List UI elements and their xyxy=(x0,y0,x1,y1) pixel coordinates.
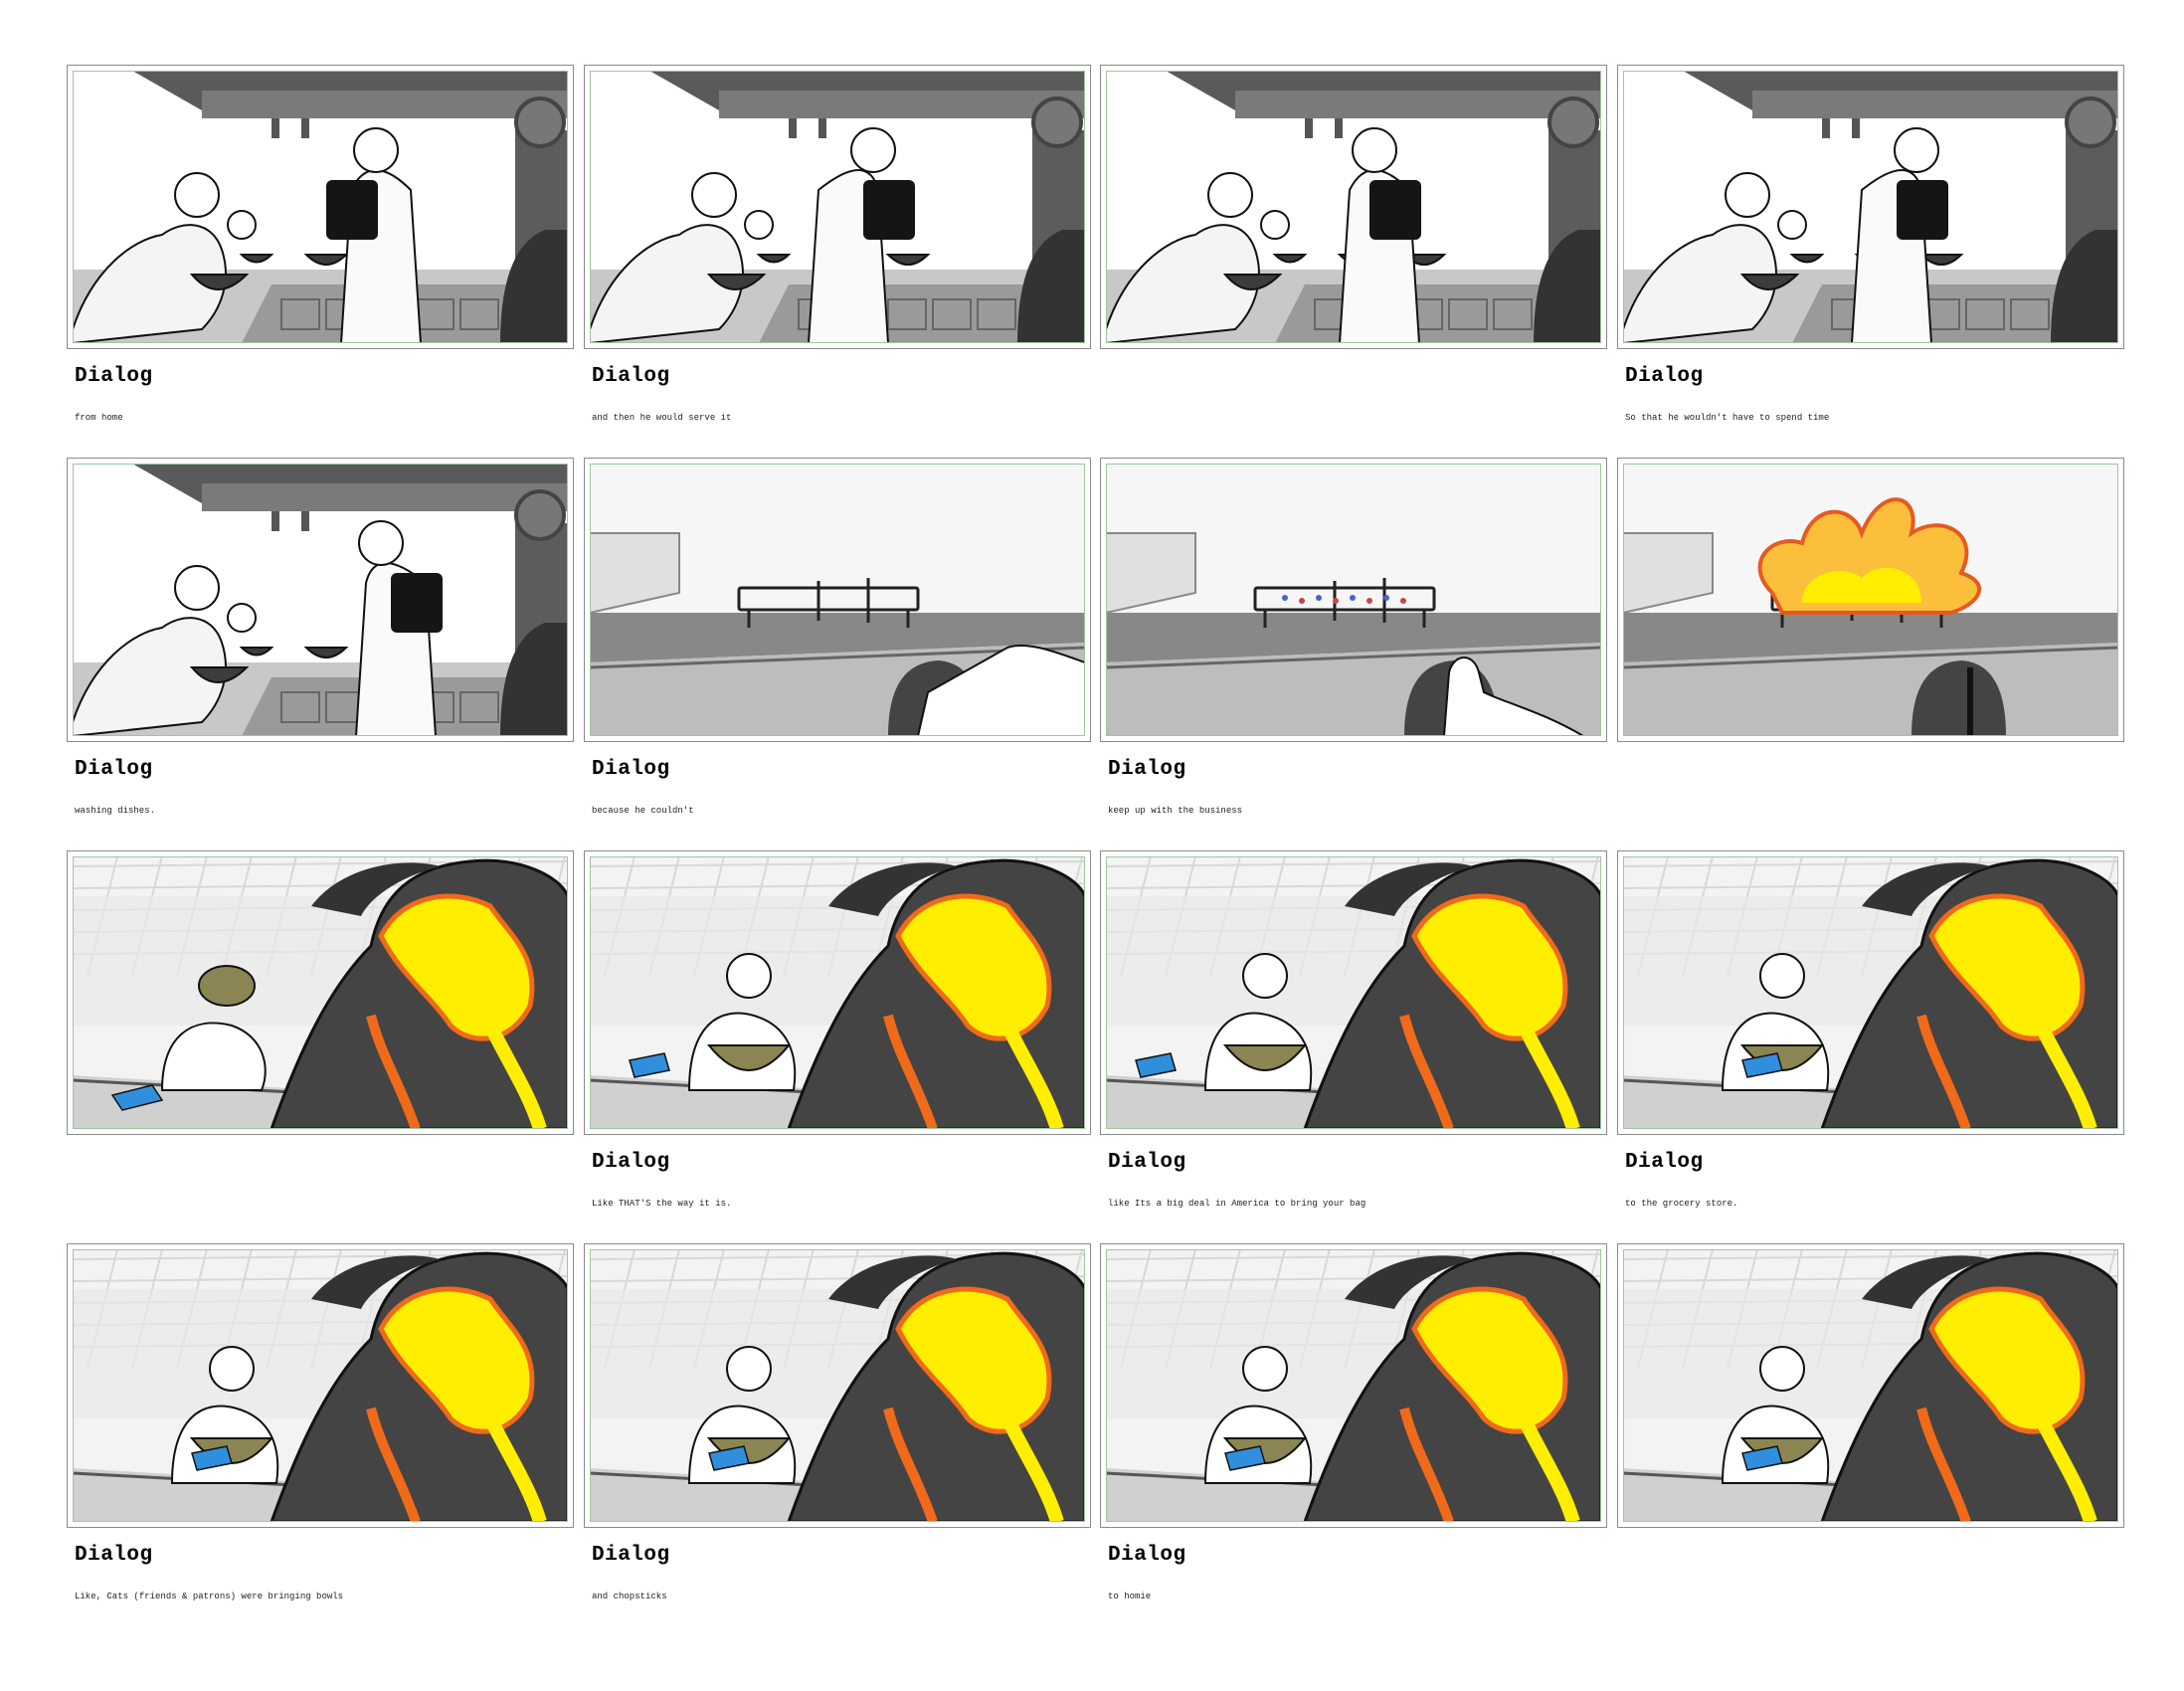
dialog-line: keep up with the business xyxy=(1108,806,1243,816)
panel-illustration xyxy=(590,71,1085,343)
dialog-heading: Dialog xyxy=(592,1151,670,1174)
storyboard-panel[interactable]: Dialog to homie xyxy=(1100,1243,1609,1621)
dialog-heading: Dialog xyxy=(75,1544,153,1567)
dialog-line: Like, Cats (friends & patrons) were brin… xyxy=(75,1592,344,1601)
panel-frame xyxy=(1100,458,1607,742)
panel-frame xyxy=(584,1243,1091,1528)
dialog-line: and then he would serve it xyxy=(592,413,732,423)
panel-illustration xyxy=(1106,71,1601,343)
storyboard-panel[interactable] xyxy=(1617,1243,2126,1621)
panel-illustration xyxy=(1623,1249,2118,1522)
storyboard-panel[interactable] xyxy=(1100,65,1609,443)
dialog-line: Like THAT'S the way it is. xyxy=(592,1199,732,1209)
storyboard-panel[interactable]: Dialog because he couldn't xyxy=(584,458,1093,836)
storyboard-panel[interactable]: Dialog washing dishes. xyxy=(67,458,576,836)
dialog-heading: Dialog xyxy=(75,758,153,781)
panel-frame xyxy=(67,1243,574,1528)
dialog-heading: Dialog xyxy=(1625,1151,1704,1174)
dialog-line: and chopsticks xyxy=(592,1592,667,1601)
storyboard-panel[interactable]: Dialog like Its a big deal in America to … xyxy=(1100,850,1609,1228)
panel-frame xyxy=(1100,1243,1607,1528)
panel-frame xyxy=(67,65,574,349)
panel-illustration xyxy=(1106,464,1601,736)
storyboard-panel[interactable]: Dialog and then he would serve it xyxy=(584,65,1093,443)
dialog-heading: Dialog xyxy=(592,365,670,388)
dialog-heading: Dialog xyxy=(1625,365,1704,388)
panel-illustration xyxy=(1106,856,1601,1129)
panel-illustration xyxy=(73,71,568,343)
dialog-heading: Dialog xyxy=(1108,1544,1186,1567)
dialog-heading: Dialog xyxy=(592,758,670,781)
panel-frame xyxy=(67,850,574,1135)
storyboard-panel[interactable] xyxy=(1617,458,2126,836)
storyboard-panel[interactable]: Dialog keep up with the business xyxy=(1100,458,1609,836)
panel-frame xyxy=(1617,458,2124,742)
dialog-line: from home xyxy=(75,413,123,423)
panel-illustration xyxy=(590,1249,1085,1522)
dialog-line: because he couldn't xyxy=(592,806,694,816)
storyboard-panel[interactable] xyxy=(67,850,576,1228)
panel-frame xyxy=(584,850,1091,1135)
panel-illustration xyxy=(73,856,568,1129)
dialog-line: like Its a big deal in America to bring … xyxy=(1108,1199,1366,1209)
panel-illustration xyxy=(73,464,568,736)
dialog-heading: Dialog xyxy=(75,365,153,388)
panel-illustration xyxy=(590,856,1085,1129)
storyboard-panel[interactable]: Dialog So that he wouldn't have to spend … xyxy=(1617,65,2126,443)
panel-illustration xyxy=(1623,856,2118,1129)
dialog-line: washing dishes. xyxy=(75,806,156,816)
dialog-heading: Dialog xyxy=(1108,1151,1186,1174)
dialog-line: So that he wouldn't have to spend time xyxy=(1625,413,1830,423)
panel-frame xyxy=(1617,1243,2124,1528)
panel-illustration xyxy=(73,1249,568,1522)
panel-frame xyxy=(584,65,1091,349)
dialog-line: to homie xyxy=(1108,1592,1152,1601)
panel-frame xyxy=(1100,850,1607,1135)
panel-frame xyxy=(67,458,574,742)
dialog-line: to the grocery store. xyxy=(1625,1199,1738,1209)
storyboard-panel[interactable]: Dialog to the grocery store. xyxy=(1617,850,2126,1228)
panel-frame xyxy=(584,458,1091,742)
panel-frame xyxy=(1617,65,2124,349)
dialog-heading: Dialog xyxy=(1108,758,1186,781)
dialog-heading: Dialog xyxy=(592,1544,670,1567)
storyboard-panel[interactable]: Dialog from home xyxy=(67,65,576,443)
panel-illustration xyxy=(1623,464,2118,736)
panel-illustration xyxy=(1623,71,2118,343)
panel-frame xyxy=(1100,65,1607,349)
panel-illustration xyxy=(590,464,1085,736)
storyboard-panel[interactable]: Dialog and chopsticks xyxy=(584,1243,1093,1621)
panel-illustration xyxy=(1106,1249,1601,1522)
panel-frame xyxy=(1617,850,2124,1135)
